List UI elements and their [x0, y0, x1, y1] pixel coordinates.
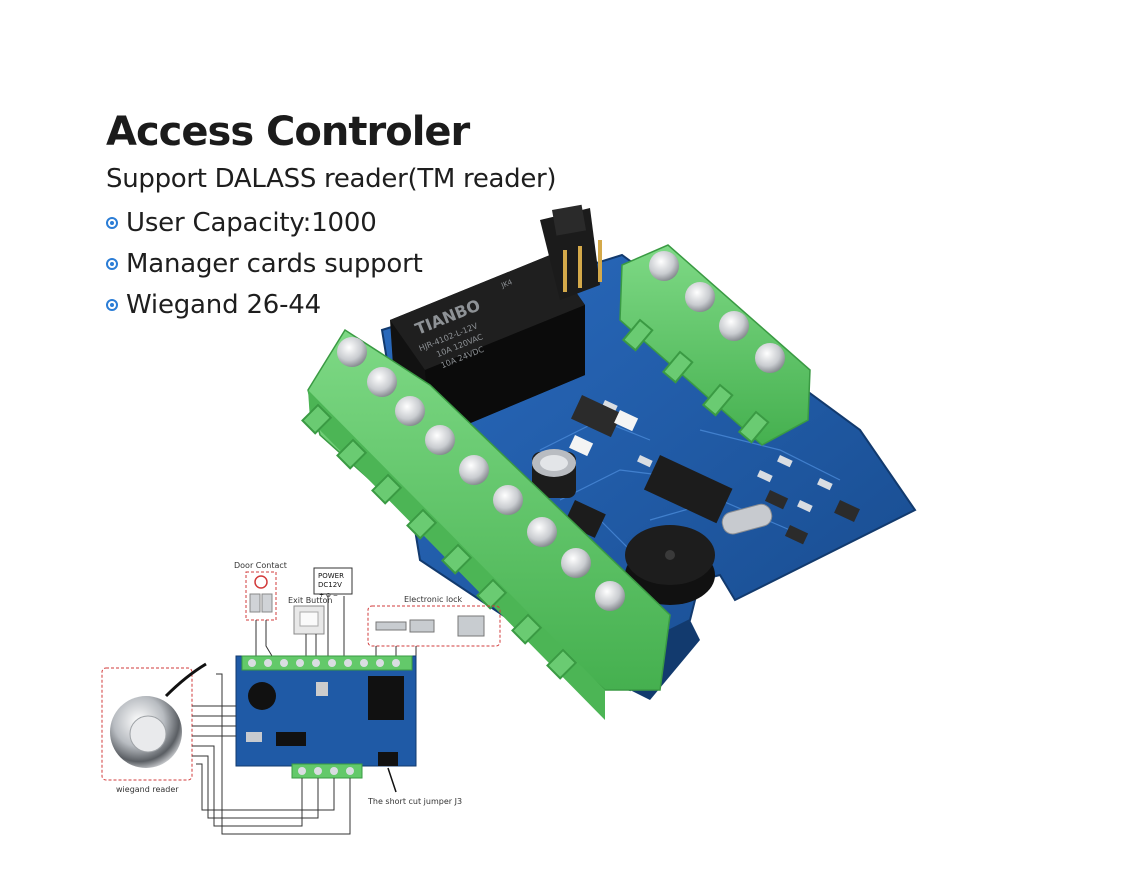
jumper-note-label: The short cut jumper J3 — [367, 797, 462, 806]
wiring-diagram: Door Contact Exit Button POWER DC12V + ⊖… — [101, 561, 501, 835]
power-title: POWER — [318, 572, 344, 580]
screw-icon — [685, 282, 715, 312]
feature-text: User Capacity:1000 — [126, 207, 377, 238]
screw-icon — [493, 485, 523, 515]
terminal-block-right — [619, 244, 811, 446]
headline: Access Controler — [106, 109, 470, 155]
feature-text: Wiegand 26-44 — [126, 289, 321, 320]
svg-text:+ ⊖ −: + ⊖ − — [319, 592, 338, 599]
screw-icon — [595, 581, 625, 611]
jumper-header — [540, 204, 602, 300]
door-contact-label: Door Contact — [234, 561, 287, 570]
feature-item: Wiegand 26-44 — [106, 284, 556, 325]
electronic-lock: Electronic lock — [367, 595, 501, 647]
screw-icon — [425, 425, 455, 455]
screw-icon — [459, 455, 489, 485]
wiegand-reader-label: wiegand reader — [116, 785, 179, 794]
screw-icon — [367, 367, 397, 397]
feature-item: Manager cards support — [106, 243, 556, 284]
mini-board — [235, 655, 417, 779]
bullet-icon — [106, 216, 118, 229]
bullet-icon — [106, 298, 118, 311]
screw-icon — [561, 548, 591, 578]
subheadline: Support DALASS reader(TM reader) — [106, 164, 557, 194]
door-contact: Door Contact — [234, 561, 287, 621]
exit-button: Exit Button — [288, 596, 333, 635]
screw-icon — [337, 337, 367, 367]
bullet-icon — [106, 257, 118, 270]
buzzer — [625, 525, 715, 605]
screw-icon — [719, 311, 749, 341]
capacitor — [532, 449, 576, 498]
wiegand-reader: wiegand reader — [101, 662, 207, 794]
screw-icon — [755, 343, 785, 373]
feature-list: User Capacity:1000 Manager cards support… — [106, 202, 556, 325]
ic-chip — [643, 455, 733, 524]
text-block: Access Controler Support DALASS reader(T… — [106, 108, 557, 325]
feature-text: Manager cards support — [126, 248, 423, 279]
screw-icon — [649, 251, 679, 281]
feature-item: User Capacity:1000 — [106, 202, 556, 243]
power-voltage: DC12V — [318, 581, 342, 589]
screw-icon — [527, 517, 557, 547]
power-supply: POWER DC12V + ⊖ − — [313, 567, 353, 599]
screw-icon — [395, 396, 425, 426]
screw-row-left — [337, 337, 625, 611]
jumper-note: The short cut jumper J3 — [367, 767, 462, 806]
crystal — [721, 503, 773, 535]
exit-button-label: Exit Button — [288, 596, 333, 605]
electronic-lock-label: Electronic lock — [404, 595, 462, 604]
